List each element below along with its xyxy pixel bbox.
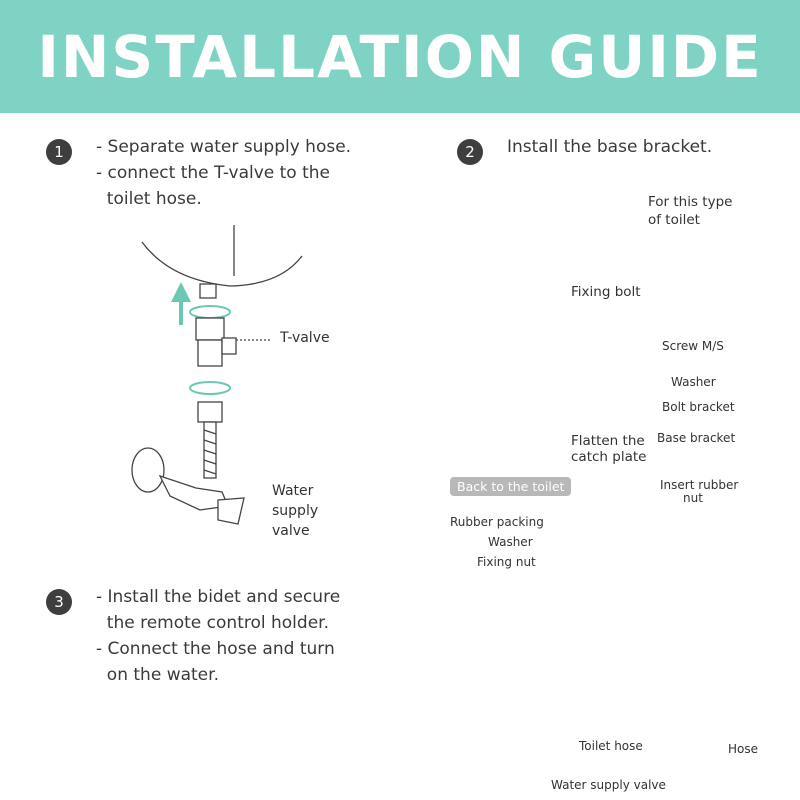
insert-rubber-label-1: Insert rubber (660, 478, 739, 492)
step-1-line-2: - connect the T-valve to the (96, 163, 331, 183)
step-3-line-3: - Connect the hose and turn (96, 639, 335, 659)
water-label: Water (272, 483, 314, 499)
step-3-line-4: on the water. (96, 665, 219, 685)
toilet-type-label-1: For this type (648, 194, 733, 210)
step-1-line-1: - Separate water supply hose. (96, 137, 352, 157)
water-supply-valve-label: Water supply valve (551, 778, 666, 792)
fixing-bolt-label: Fixing bolt (571, 284, 641, 300)
valve-label: valve (272, 523, 310, 539)
fixing-nut-label: Fixing nut (477, 555, 536, 569)
step-1-number: 1 (46, 139, 72, 165)
base-bracket-label: Base bracket (657, 431, 736, 445)
step-3-number: 3 (46, 589, 72, 615)
supply-label: supply (272, 503, 319, 519)
screw-label: Screw M/S (662, 339, 724, 353)
toilet-type-label-2: of toilet (648, 212, 700, 228)
insert-rubber-label-2: nut (683, 491, 703, 505)
hose-label: Hose (728, 742, 758, 756)
flatten-label-2: catch plate (571, 449, 647, 465)
rubber-packing-label: Rubber packing (450, 515, 544, 529)
flatten-label-1: Flatten the (571, 433, 645, 449)
toilet-hose-label: Toilet hose (579, 739, 643, 753)
washer2-label: Washer (488, 535, 533, 549)
step-2-number: 2 (457, 139, 483, 165)
page-title: INSTALLATION GUIDE (37, 22, 763, 91)
washer-label: Washer (671, 375, 716, 389)
bolt-bracket-label: Bolt bracket (662, 400, 735, 414)
step-3-line-2: the remote control holder. (96, 613, 329, 633)
back-to-toilet-badge: Back to the toilet (450, 477, 572, 496)
tvalve-label: T-valve (280, 330, 330, 346)
step-2-line: Install the base bracket. (507, 137, 713, 157)
tvalve-illustration (131, 225, 303, 525)
header-banner: INSTALLATION GUIDE (0, 0, 800, 113)
step-1-line-3: toilet hose. (96, 189, 202, 209)
step-3-line-1: - Install the bidet and secure (96, 587, 341, 607)
